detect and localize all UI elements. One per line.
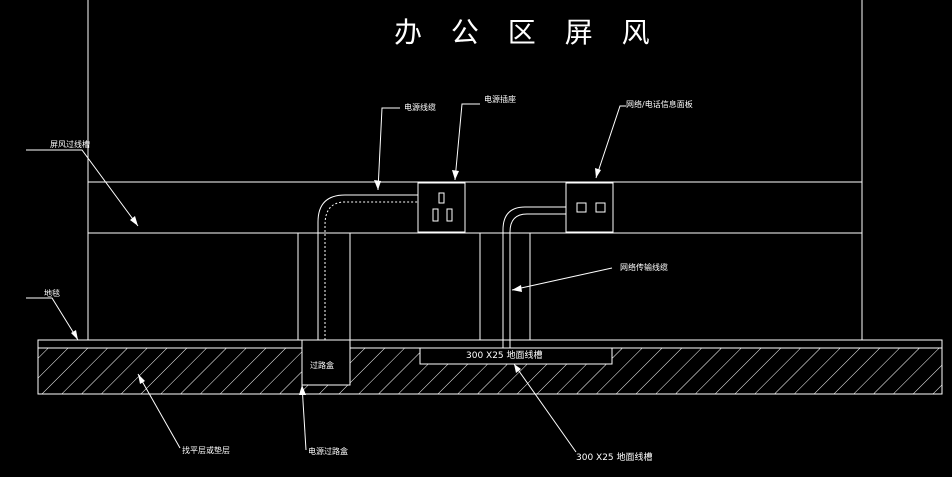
- network-panel: [565, 182, 614, 233]
- label-power-cable: 电源线缆: [404, 102, 436, 112]
- screen-panel: [87, 0, 863, 340]
- junction-box: [301, 339, 351, 386]
- label-power-junction-box: 电源过路盒: [308, 446, 348, 456]
- label-leveling-layer: 找平层或垫层: [182, 445, 230, 455]
- arrowheads: [71, 168, 601, 395]
- power-cable-path: [317, 194, 418, 340]
- floor-section: [37, 339, 943, 395]
- network-cable-path: [502, 206, 566, 348]
- label-junction-box: 过路盒: [310, 360, 334, 370]
- label-network-line: 网络传输线缆: [620, 262, 668, 272]
- label-network-socket: 网络/电话信息面板: [626, 99, 693, 109]
- label-floor-trunking-mid: 300 X25 地面线槽: [466, 349, 543, 361]
- leader-lines: [26, 103, 626, 453]
- label-screen-trunking: 屏风过线槽: [50, 139, 90, 149]
- screen-legs: [297, 233, 531, 340]
- label-floor-trunking-bottom: 300 X25 地面线槽: [576, 451, 653, 463]
- power-socket: [417, 182, 466, 233]
- floor-trunking: [419, 347, 613, 365]
- label-power-socket: 电源插座: [484, 94, 516, 104]
- label-floor-tile: 地毯: [44, 288, 60, 298]
- drawing-title: 办 公 区 屏 风: [394, 16, 660, 49]
